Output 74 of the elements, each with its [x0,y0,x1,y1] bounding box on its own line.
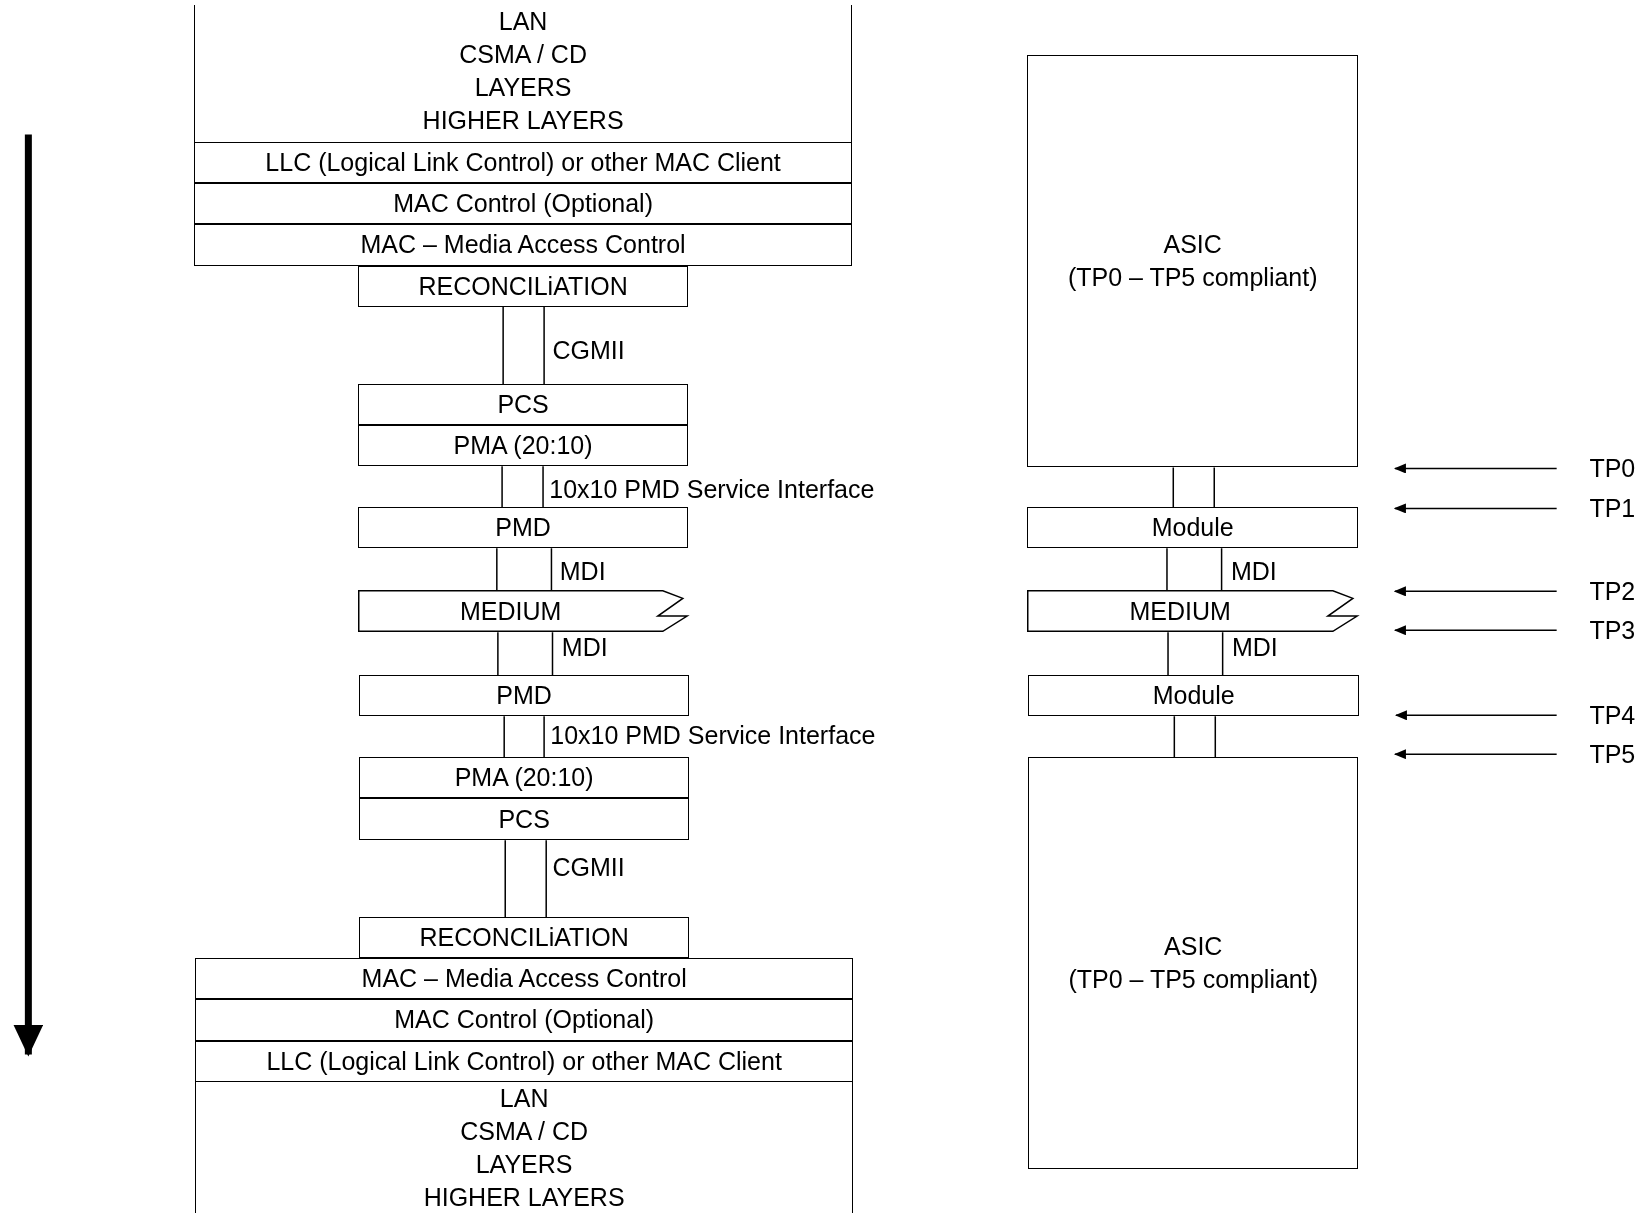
layer-box [194,141,852,183]
layer-label: CSMA / CD [459,39,587,71]
layer-label: CSMA / CD [460,1115,588,1147]
layer-label: LAN [499,1082,549,1114]
layer-label: TP4 [1589,699,1636,731]
layer-box [359,675,690,717]
layer-box [1027,507,1359,549]
layer-box [195,957,853,999]
arrow [1393,586,1558,597]
layer-label: ASIC [1164,931,1223,963]
layer-box [1028,675,1360,717]
layer-label: PMD [495,512,551,544]
layer-label: RECONCILiATION [418,270,628,302]
layer-label: MAC Control (Optional) [393,187,653,219]
layer-stack-band [194,5,852,142]
layer-stack-band [195,1081,853,1213]
layer-label: (TP0 – TP5 compliant) [1067,262,1318,293]
interface-channel [502,305,545,386]
layer-box [359,798,690,841]
layer-label: ASIC [1163,229,1222,260]
interface-channel [1167,631,1224,677]
layer-label: MEDIUM [1129,595,1231,627]
layer-label: PMA (20:10) [454,762,594,794]
interface-channel [496,547,553,592]
layer-box [358,384,688,426]
layer-label: TP1 [1589,492,1636,524]
layer-label: HIGHER LAYERS [422,105,624,137]
layer-box [359,757,690,799]
layer-label: Module [1152,680,1235,712]
interface-channel [1172,466,1215,509]
layer-label: MEDIUM [459,595,562,627]
layer-label: MAC – Media Access Control [361,962,687,994]
layer-label: RECONCILiATION [419,921,629,953]
interface-channel [503,715,545,759]
layer-label: TP3 [1589,614,1636,646]
layer-label: LAYERS [474,72,572,104]
arrow [1393,503,1558,514]
layer-label: PCS [497,389,549,421]
layer-label: LAYERS [475,1148,573,1180]
arrow [1393,625,1558,636]
interface-channel [1166,547,1223,592]
medium-block [358,590,688,633]
layer-box [194,182,852,224]
layer-label: Module [1151,512,1234,544]
layer-label: LAN [498,6,548,38]
interface-channel [497,631,554,677]
layer-box [194,223,852,266]
arrow [1394,710,1558,721]
layer-box [358,425,688,467]
interface-channel [1173,715,1217,759]
layer-label: LLC (Logical Link Control) or other MAC Client [266,1045,782,1077]
layer-label: PCS [498,803,550,835]
layer-label: HIGHER LAYERS [423,1181,625,1213]
layer-label: TP5 [1589,738,1636,770]
layer-box [1027,54,1359,468]
layer-box [1028,757,1359,1170]
medium-block [1027,590,1359,633]
interface-channel [501,465,544,509]
layer-label: TP0 [1589,452,1636,484]
layer-box [195,998,853,1041]
layer-label: LLC (Logical Link Control) or other MAC Client [265,146,781,178]
layer-label: (TP0 – TP5 compliant) [1068,964,1319,996]
layer-box [358,265,688,307]
layer-box [359,916,690,958]
arrow [1393,749,1558,760]
layer-label: PMA (20:10) [453,430,593,462]
interface-channel [504,839,547,918]
layer-box [358,507,688,549]
layer-label: PMD [496,680,552,712]
layer-label: MAC – Media Access Control [360,229,686,261]
layer-label: TP2 [1589,575,1636,607]
layer-label: MAC Control (Optional) [394,1004,655,1036]
arrow [1393,463,1558,474]
layer-box [195,1040,853,1082]
